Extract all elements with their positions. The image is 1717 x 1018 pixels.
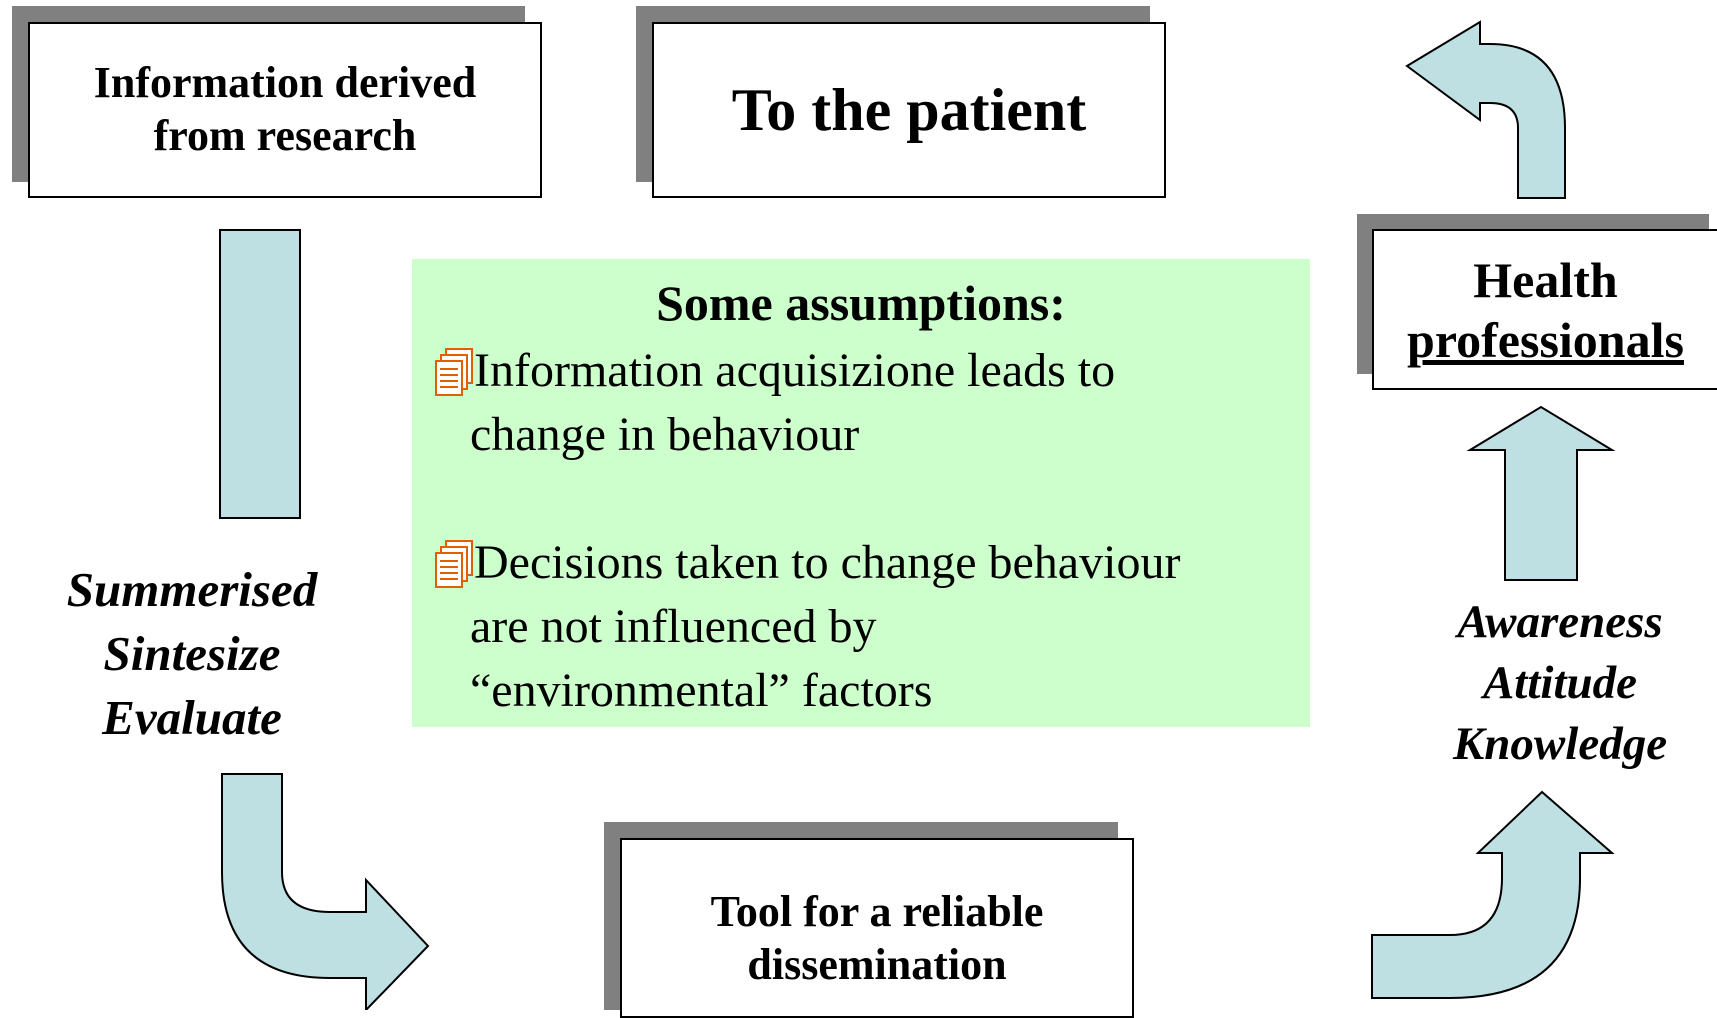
assumption-item: Information acquisizione leads to change… xyxy=(434,339,1294,467)
assumption-1-line1: Information acquisizione leads to xyxy=(474,344,1116,397)
curved-arrow-right xyxy=(221,773,430,1010)
curved-arrow-up xyxy=(1371,790,1615,999)
health-box: Health professionals xyxy=(1372,229,1717,390)
assumptions-title: Some assumptions: xyxy=(656,275,1066,331)
tool-box: Tool for a reliable dissemination xyxy=(620,838,1134,1018)
patient-box-text: To the patient xyxy=(731,77,1087,143)
down-bar-shape xyxy=(219,229,301,519)
document-stack-icon xyxy=(435,540,473,588)
assumption-2-line3: “environmental” factors xyxy=(470,664,933,717)
assumptions-panel: Some assumptions: Information acquisizio… xyxy=(412,259,1310,727)
research-box-line2: from research xyxy=(153,111,417,160)
right-process-label: Awareness Attitude Knowledge xyxy=(1415,592,1705,775)
research-box-line1: Information derived xyxy=(93,58,477,108)
right-label-line2: Attitude xyxy=(1482,657,1638,709)
research-box: Information derived from research xyxy=(28,22,542,198)
assumption-1-line2: change in behaviour xyxy=(470,408,860,461)
document-stack-icon xyxy=(435,348,473,396)
right-label-line1: Awareness xyxy=(1457,596,1663,648)
health-box-line2: professionals xyxy=(1407,311,1684,368)
patient-box: To the patient xyxy=(652,22,1166,198)
tool-box-line1: Tool for a reliable xyxy=(710,887,1044,936)
left-label-line1: Summerised xyxy=(66,562,318,617)
health-box-line1: Health xyxy=(1473,251,1618,308)
assumption-2-line2: are not influenced by xyxy=(470,600,877,653)
left-label-line3: Evaluate xyxy=(102,690,282,745)
curved-arrow-left xyxy=(1405,20,1566,199)
tool-box-line2: dissemination xyxy=(747,939,1007,989)
assumption-item: Decisions taken to change behaviour are … xyxy=(434,531,1294,723)
assumption-2-line1: Decisions taken to change behaviour xyxy=(474,536,1181,589)
left-process-label: Summerised Sintesize Evaluate xyxy=(42,558,342,750)
straight-arrow-up xyxy=(1466,405,1616,581)
left-label-line2: Sintesize xyxy=(103,626,281,681)
right-label-line3: Knowledge xyxy=(1452,718,1668,770)
